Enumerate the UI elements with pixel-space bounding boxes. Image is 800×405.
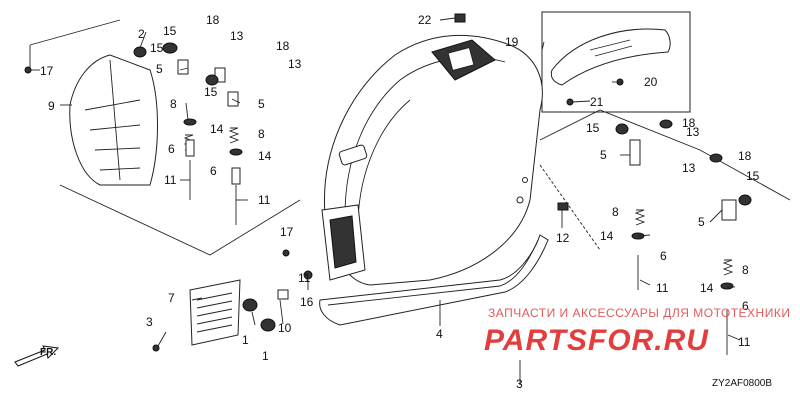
callout: 11 bbox=[656, 281, 669, 295]
diagram-code: ZY2AF0800B bbox=[712, 378, 772, 389]
callout: 22 bbox=[418, 13, 432, 27]
callout: 17 bbox=[40, 64, 54, 78]
leader-lines bbox=[30, 17, 741, 385]
callout: 13 bbox=[686, 125, 700, 139]
callout: 15 bbox=[746, 169, 760, 183]
callout: 18 bbox=[738, 149, 752, 163]
top-cap-part bbox=[550, 28, 671, 86]
callout: 14 bbox=[700, 281, 714, 295]
callout: 9 bbox=[48, 99, 55, 113]
latch-set-right bbox=[615, 119, 752, 355]
callout: 8 bbox=[170, 97, 177, 111]
latch-set-left bbox=[133, 42, 243, 225]
engine-cover bbox=[323, 34, 543, 286]
callout: 5 bbox=[258, 97, 265, 111]
callout: 8 bbox=[612, 205, 619, 219]
callout: 18 bbox=[276, 39, 290, 53]
callout: 6 bbox=[742, 299, 749, 313]
callout: 1 bbox=[262, 349, 269, 363]
callout: 16 bbox=[300, 295, 314, 309]
group-bracket-right-top bbox=[539, 109, 791, 201]
callout: 10 bbox=[278, 321, 292, 335]
inset-box bbox=[541, 11, 691, 113]
group-bracket-bottom bbox=[59, 184, 301, 256]
callout: 14 bbox=[600, 229, 614, 243]
front-direction-label: FR. bbox=[40, 347, 56, 358]
dashed-leader bbox=[539, 164, 601, 251]
lock-opening bbox=[321, 204, 366, 281]
callout: 3 bbox=[516, 377, 523, 391]
callout: 21 bbox=[590, 95, 604, 109]
callout: 14 bbox=[258, 149, 272, 163]
callout: 12 bbox=[556, 231, 570, 245]
callout: 11 bbox=[298, 271, 311, 285]
front-direction-arrow: FR. bbox=[14, 345, 60, 367]
callout: 19 bbox=[505, 35, 519, 49]
callout: 2 bbox=[138, 27, 145, 41]
callout: 5 bbox=[698, 215, 705, 229]
seal-strip bbox=[319, 234, 549, 326]
callout: 20 bbox=[644, 75, 658, 89]
watermark-logo: PARTSFOR.RU bbox=[484, 324, 709, 357]
callout: 13 bbox=[230, 29, 244, 43]
callout: 18 bbox=[206, 13, 220, 27]
callout: 13 bbox=[288, 57, 302, 71]
callout: 15 bbox=[163, 24, 177, 38]
callout: 15 bbox=[586, 121, 600, 135]
callout: 5 bbox=[600, 148, 607, 162]
callout: 11 bbox=[738, 335, 751, 349]
callout: 15 bbox=[150, 41, 164, 55]
callout: 3 bbox=[146, 315, 153, 329]
callout: 14 bbox=[210, 122, 224, 136]
callout: 5 bbox=[156, 62, 163, 76]
callout: 8 bbox=[742, 263, 749, 277]
callout: 7 bbox=[168, 291, 175, 305]
callout: 13 bbox=[682, 161, 696, 175]
callout: 11 bbox=[164, 173, 177, 187]
callout: 6 bbox=[168, 142, 175, 156]
callout: 1 bbox=[242, 333, 249, 347]
callout-labels: 2 15 18 13 15 17 5 18 13 9 8 15 5 14 8 6… bbox=[40, 13, 760, 391]
callout: 11 bbox=[258, 193, 271, 207]
inner-cover-part bbox=[69, 54, 158, 186]
callout: 8 bbox=[258, 127, 265, 141]
small-parts bbox=[24, 13, 624, 352]
callout: 6 bbox=[210, 164, 217, 178]
callout: 15 bbox=[204, 85, 218, 99]
callout: 17 bbox=[280, 225, 294, 239]
group-bracket-left bbox=[29, 19, 121, 46]
watermark-tagline: ЗАПЧАСТИ И АКСЕССУАРЫ ДЛЯ МОТОТЕХНИКИ bbox=[488, 306, 790, 320]
callout: 4 bbox=[436, 327, 443, 341]
callout: 6 bbox=[660, 249, 667, 263]
grip-pad-part bbox=[189, 279, 241, 346]
callout: 18 bbox=[682, 116, 696, 130]
